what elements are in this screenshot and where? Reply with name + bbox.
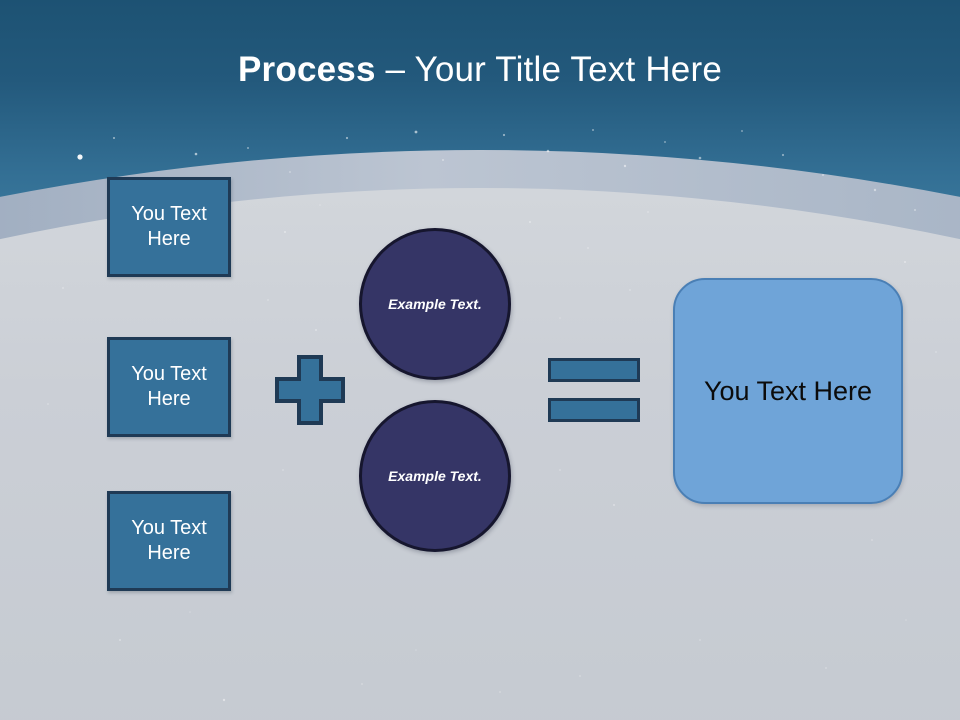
example-circle-2[interactable]: Example Text. [359,400,511,552]
slide-title-rest: – Your Title Text Here [375,50,722,89]
result-box-label: You Text Here [703,375,873,406]
slide-title-strong: Process [238,50,376,89]
equals-bar-top [548,358,640,382]
input-box-2-label: You Text Here [131,363,207,410]
example-circle-2-label: Example Text. [388,468,482,484]
equals-operator-icon [548,358,640,422]
equals-bar-bottom [548,398,640,422]
input-box-1-label: You Text Here [131,203,207,250]
input-box-1[interactable]: You Text Here [107,177,231,277]
input-box-2[interactable]: You Text Here [107,337,231,437]
example-circle-1-label: Example Text. [388,296,482,312]
result-box[interactable]: You Text Here [673,278,903,504]
example-circle-1[interactable]: Example Text. [359,228,511,380]
input-box-3[interactable]: You Text Here [107,491,231,591]
input-box-3-label: You Text Here [131,517,207,564]
plus-operator-icon [275,355,345,425]
slide-title: Process – Your Title Text Here [0,48,960,92]
